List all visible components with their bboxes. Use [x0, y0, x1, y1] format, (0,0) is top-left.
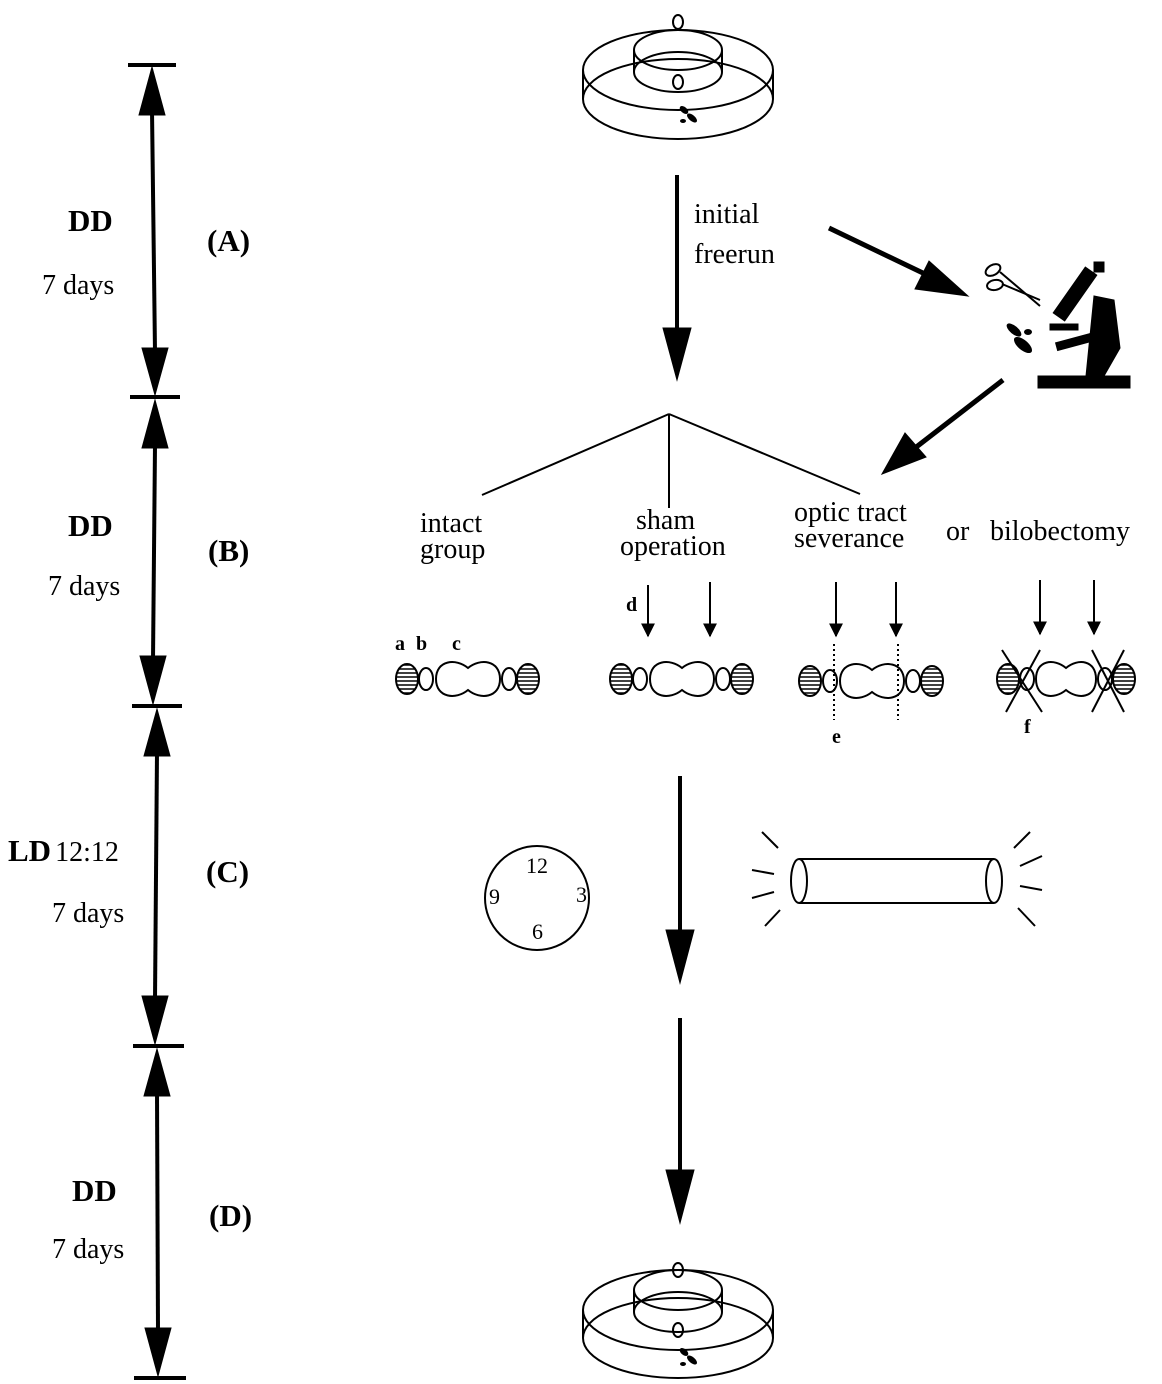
scissors-icon [984, 263, 1041, 307]
timeline-arrow-b [139, 398, 169, 706]
phase-a-condition: DD [68, 203, 113, 238]
clock-3: 3 [576, 882, 587, 907]
initial-label: initial [694, 199, 760, 230]
sham-label: sham [636, 505, 696, 536]
cricket-icon [679, 106, 697, 123]
clock-6: 6 [532, 919, 543, 944]
label-d: d [626, 594, 638, 616]
clock-icon [484, 845, 590, 951]
timeline-arrow-c [141, 707, 171, 1046]
arena-dish-icon [582, 14, 774, 140]
timeline [128, 63, 186, 1380]
clock-12: 12 [526, 853, 548, 878]
phase-d-duration: 7 days [52, 1234, 125, 1265]
phase-d-step: (D) [209, 1198, 253, 1233]
branch-lines [481, 413, 861, 508]
bilobectomy-label: bilobectomy [990, 516, 1130, 547]
phase-b-condition: DD [68, 508, 113, 543]
severance-label: severance [794, 523, 905, 554]
arena-dish-bottom-icon [582, 1262, 774, 1379]
microscope-icon [1037, 261, 1131, 389]
or-label: or [946, 516, 970, 547]
phase-c-condition: LD [8, 833, 52, 868]
group-label: group [420, 534, 486, 565]
phase-b-step: (B) [208, 533, 250, 568]
phase-a-duration: 7 days [42, 270, 115, 301]
brain-intact-icon [395, 661, 540, 697]
phase-d-condition: DD [72, 1173, 117, 1208]
operation-label: operation [620, 531, 726, 562]
phase-c-condition-extra: 12:12 [55, 837, 119, 868]
label-b: b [416, 633, 428, 655]
phase-a-step: (A) [207, 223, 251, 258]
flow-arrows [662, 175, 1005, 1225]
phase-c-condition-wrap: LD 12:12 [8, 835, 119, 867]
dissected-cricket-icon [1006, 323, 1033, 354]
label-c: c [452, 633, 461, 655]
surgery-arrows [641, 580, 1101, 638]
phase-c-step: (C) [206, 854, 250, 889]
intact-label: intact [420, 508, 483, 539]
timeline-arrow-a [138, 65, 169, 397]
label-a: a [395, 633, 405, 655]
label-e: e [832, 726, 841, 748]
optic-tract-label: optic tract [794, 497, 907, 528]
phase-c-duration: 7 days [52, 898, 125, 929]
brain-sham-icon [609, 661, 754, 697]
light-tube-icon [751, 831, 1043, 927]
brain-optic-severance-icon [798, 644, 944, 720]
clock-9: 9 [489, 884, 500, 909]
timeline-arrow-d [143, 1047, 172, 1378]
brain-bilobectomy-icon [996, 649, 1136, 713]
label-f: f [1024, 716, 1031, 738]
freerun-label: freerun [694, 239, 775, 270]
phase-b-duration: 7 days [48, 571, 121, 602]
